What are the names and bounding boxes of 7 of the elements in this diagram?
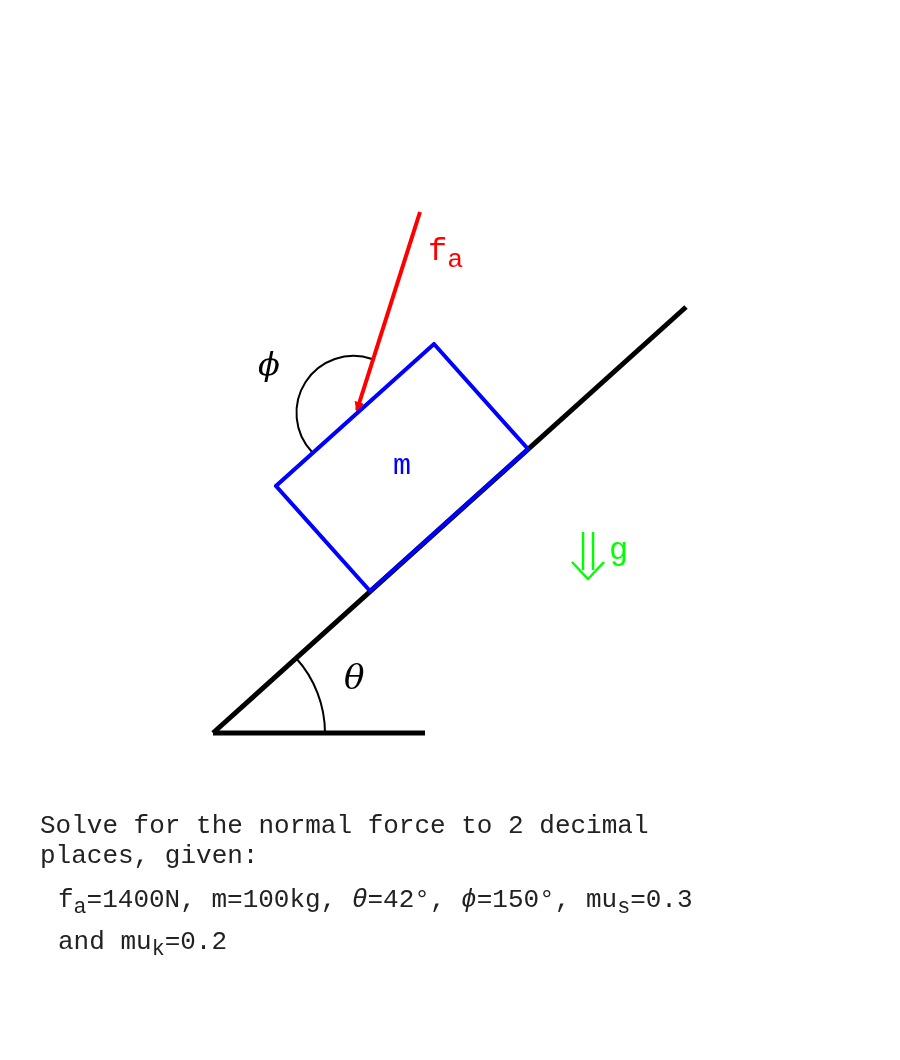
- angle-label: ϕ: [258, 346, 280, 383]
- force-label: f$_{a}$: [428, 234, 464, 277]
- given-values-text: f$_{a}$=1400N, m=100kg, θ=42°, ϕ=150°, mu$_{s}$=0.3 and mu$_{k}$=0.2: [58, 884, 694, 964]
- angle-label: θ: [344, 658, 365, 698]
- problem-text: Solve for the normal force to 2 decimal places, given:: [40, 812, 650, 872]
- mass-label: m: [393, 449, 411, 483]
- gravity-label: g: [609, 533, 629, 570]
